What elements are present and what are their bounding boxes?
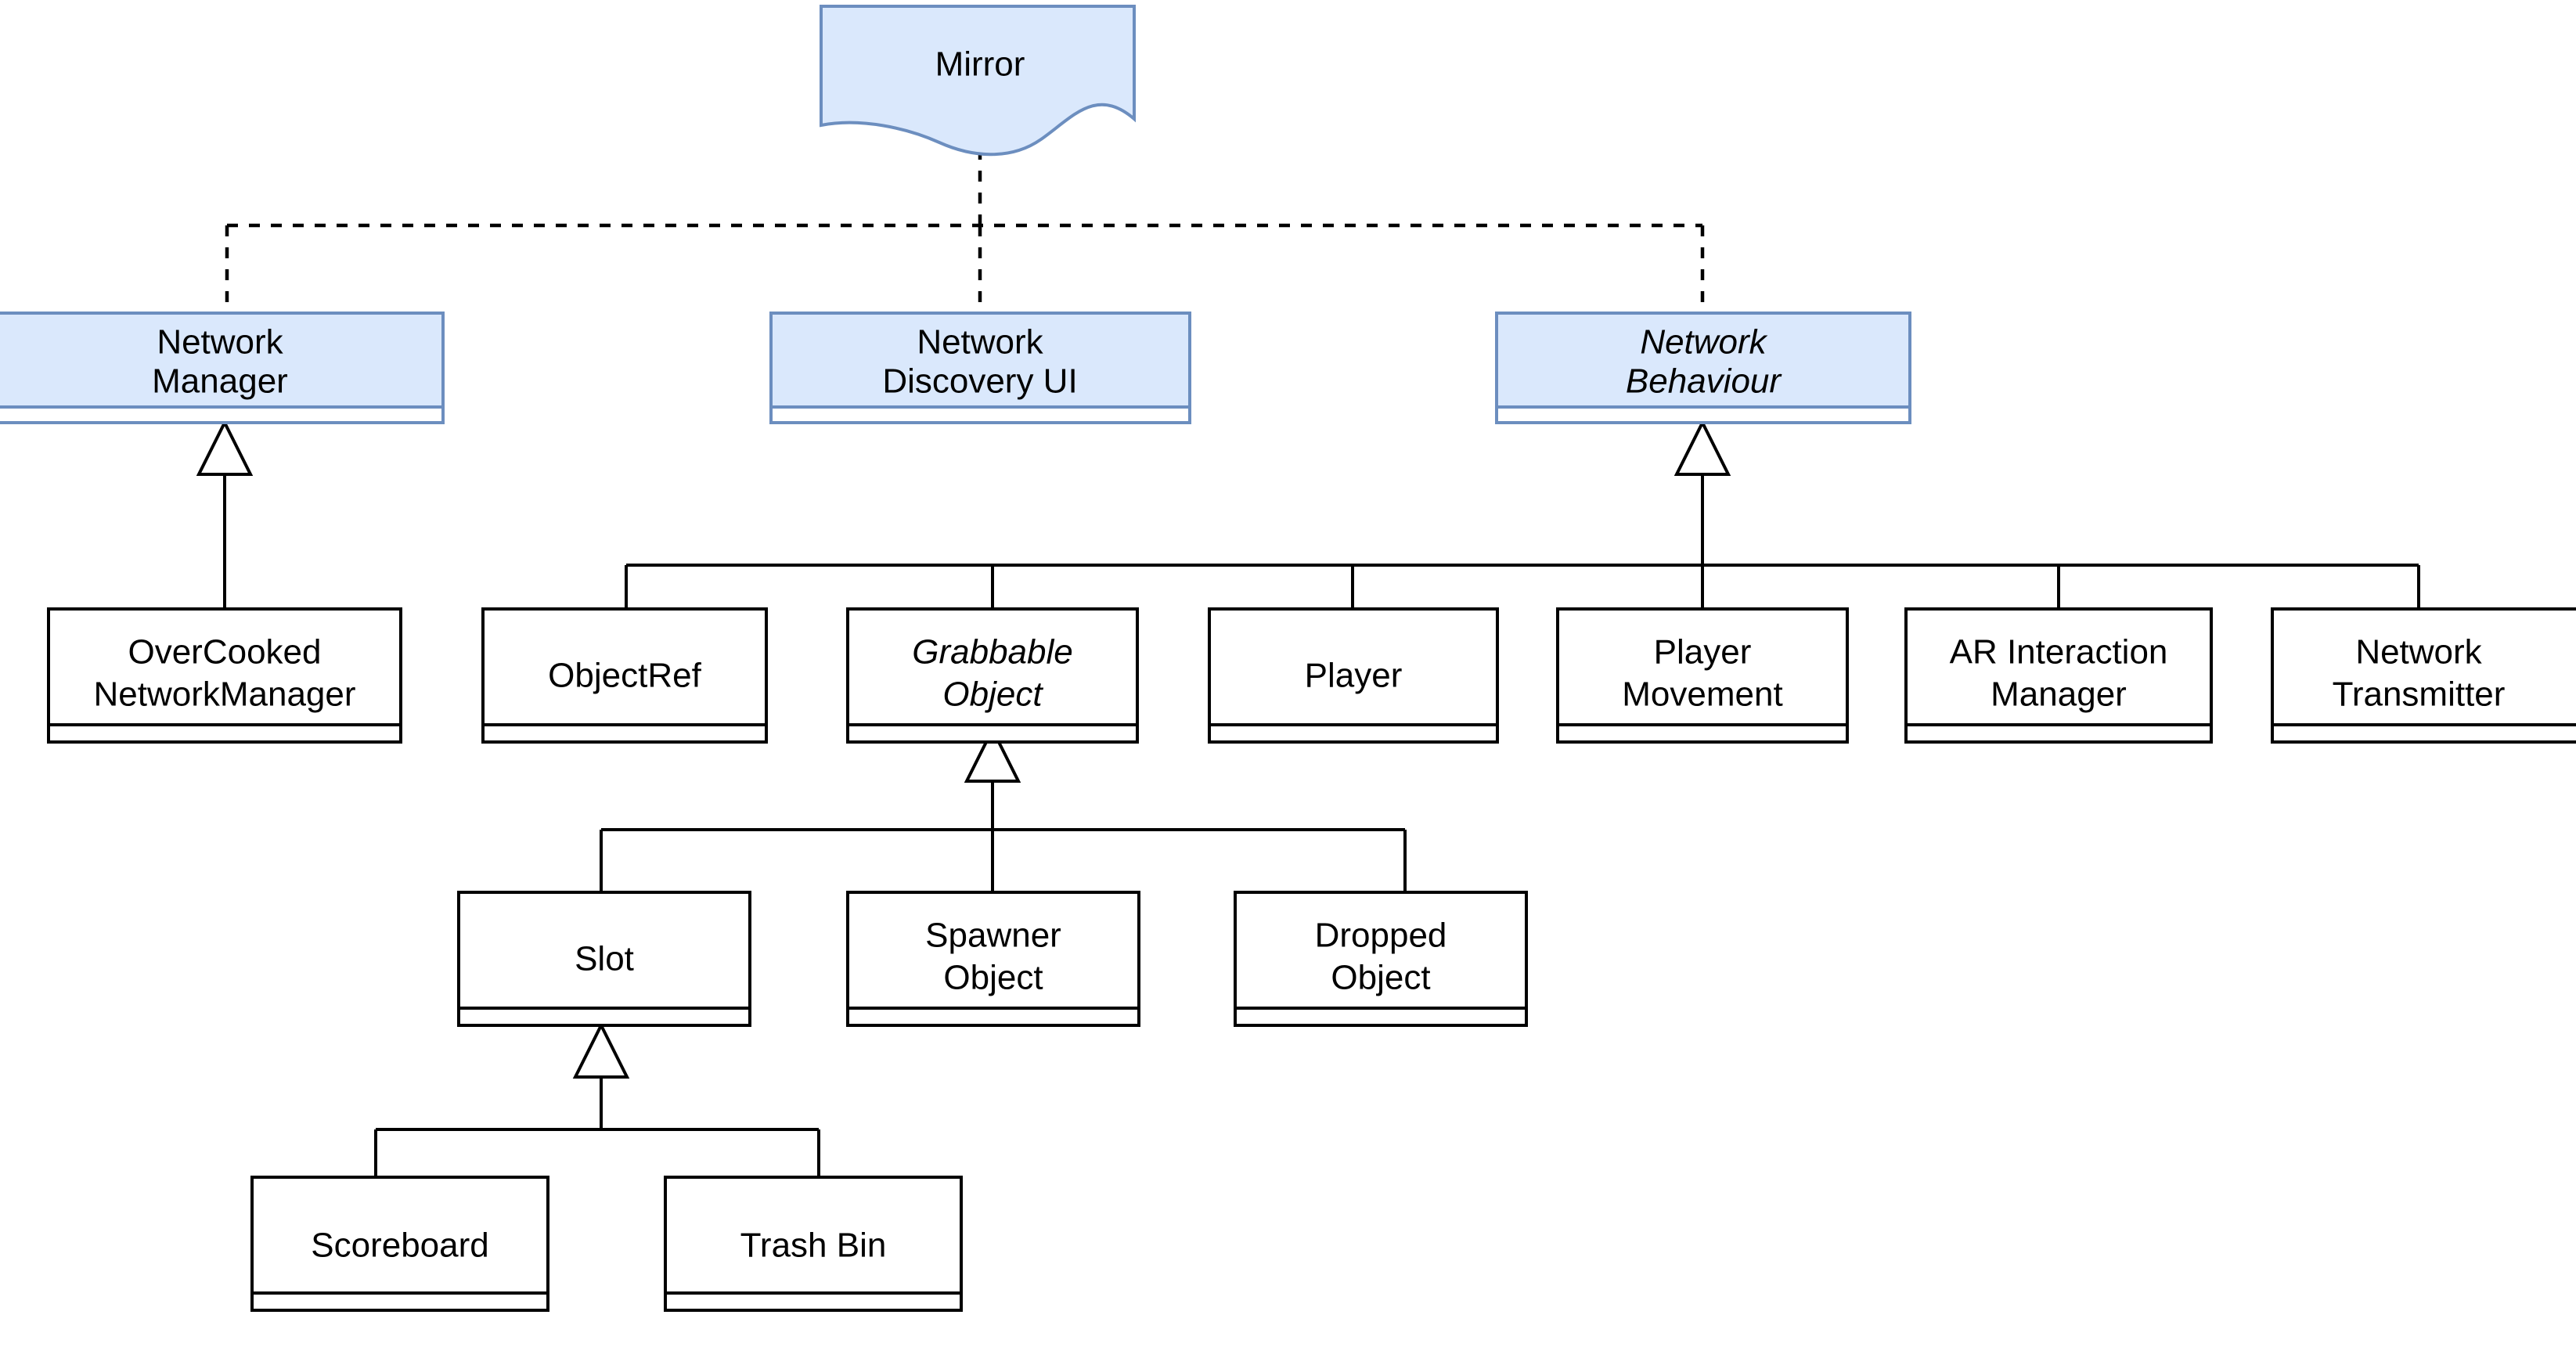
class-label-line2: Manager — [152, 362, 288, 401]
class-box-compartment — [457, 1007, 751, 1027]
class-label-line1: Slot — [575, 940, 634, 978]
class-box-body — [47, 607, 402, 726]
class-box-compartment — [769, 405, 1191, 424]
package-node-mirror[interactable]: Mirror — [820, 5, 1136, 157]
class-label-line2: Manager — [1991, 675, 2127, 714]
class-label-line2: Object — [943, 959, 1043, 997]
class-node-spawner-object[interactable]: Spawner Object — [846, 891, 1140, 1027]
class-label-line1: Trash Bin — [740, 1227, 887, 1265]
class-node-player-movement[interactable]: Player Movement — [1556, 607, 1849, 744]
class-box-compartment — [1234, 1007, 1528, 1027]
class-node-network-transmitter[interactable]: Network Transmitter — [2271, 607, 2576, 744]
generalization-arrowhead-icon — [1673, 419, 1731, 476]
class-label-line2: Behaviour — [1626, 362, 1782, 401]
class-label-line2: Object — [942, 675, 1043, 714]
class-label-line1: ObjectRef — [548, 657, 701, 695]
class-box-compartment — [1904, 723, 2213, 744]
class-label-line2: NetworkManager — [93, 675, 355, 714]
class-label-line1: Player — [1305, 657, 1403, 695]
generalization-arrowhead-icon — [196, 419, 254, 476]
class-box-body — [457, 891, 751, 1010]
package-label-mirror: Mirror — [935, 45, 1025, 84]
class-label-line2: Movement — [1622, 675, 1782, 714]
generalization-arrowhead-icon — [964, 726, 1021, 783]
class-label-line2: Transmitter — [2333, 675, 2506, 714]
class-node-network-discovery-ui[interactable]: Network Discovery UI — [769, 312, 1191, 424]
generalization-bus-network-behaviour — [625, 419, 2420, 609]
class-node-dropped-object[interactable]: Dropped Object — [1234, 891, 1528, 1027]
class-node-grabbable-object[interactable]: Grabbable Object — [846, 607, 1139, 744]
class-label-line1: Network — [917, 323, 1043, 362]
class-node-network-behaviour[interactable]: Network Behaviour — [1495, 312, 1911, 424]
class-node-player[interactable]: Player — [1208, 607, 1499, 744]
class-node-scoreboard[interactable]: Scoreboard — [250, 1176, 549, 1312]
class-box-compartment — [47, 723, 402, 744]
package-shape-mirror — [820, 5, 1136, 157]
class-label-line1: Spawner — [925, 917, 1061, 955]
class-label-line1: Grabbable — [912, 633, 1072, 672]
class-box-compartment — [481, 723, 768, 744]
class-box-compartment — [1556, 723, 1849, 744]
class-box-body — [1208, 607, 1499, 726]
class-label-line2: Object — [1331, 959, 1430, 997]
class-box-body — [664, 1176, 963, 1295]
class-box-compartment — [1208, 723, 1499, 744]
class-box-body — [1556, 607, 1849, 726]
class-node-network-manager[interactable]: Network Manager — [0, 312, 445, 424]
class-box-body — [846, 607, 1139, 726]
class-box-compartment — [664, 1291, 963, 1312]
class-node-slot[interactable]: Slot — [457, 891, 751, 1027]
class-label-line2: Discovery UI — [882, 362, 1077, 401]
class-box-body — [1234, 891, 1528, 1010]
dependency-edges-mirror — [225, 149, 1705, 313]
generalization-overcooked-to-network-manager — [196, 419, 254, 609]
class-label-line1: Dropped — [1315, 917, 1447, 955]
class-box-compartment — [250, 1291, 549, 1312]
class-node-overcooked-network-manager[interactable]: OverCooked NetworkManager — [47, 607, 402, 744]
class-box-compartment — [846, 1007, 1140, 1027]
class-box-body — [481, 607, 768, 726]
class-box-body — [846, 891, 1140, 1010]
class-label-line1: Network — [2355, 633, 2482, 672]
class-box-body — [250, 1176, 549, 1295]
generalization-bus-slot — [374, 1021, 820, 1177]
class-box-body — [0, 312, 445, 409]
class-box-compartment — [1495, 405, 1911, 424]
class-label-line1: Player — [1654, 633, 1752, 672]
class-node-ar-interaction-manager[interactable]: AR Interaction Manager — [1904, 607, 2213, 744]
class-node-trash-bin[interactable]: Trash Bin — [664, 1176, 963, 1312]
class-box-body — [2271, 607, 2576, 726]
class-label-line1: Network — [157, 323, 283, 362]
class-label-line1: AR Interaction — [1950, 633, 2168, 672]
class-box-compartment — [2271, 723, 2576, 744]
class-label-line1: Scoreboard — [311, 1227, 488, 1265]
class-box-compartment — [846, 723, 1139, 744]
class-label-line1: OverCooked — [128, 633, 321, 672]
class-box-body — [1904, 607, 2213, 726]
class-label-line1: Network — [1640, 323, 1767, 362]
generalization-bus-grabbable-object — [600, 726, 1407, 892]
generalization-arrowhead-icon — [572, 1021, 630, 1079]
class-box-compartment — [0, 405, 445, 424]
class-node-object-ref[interactable]: ObjectRef — [481, 607, 768, 744]
